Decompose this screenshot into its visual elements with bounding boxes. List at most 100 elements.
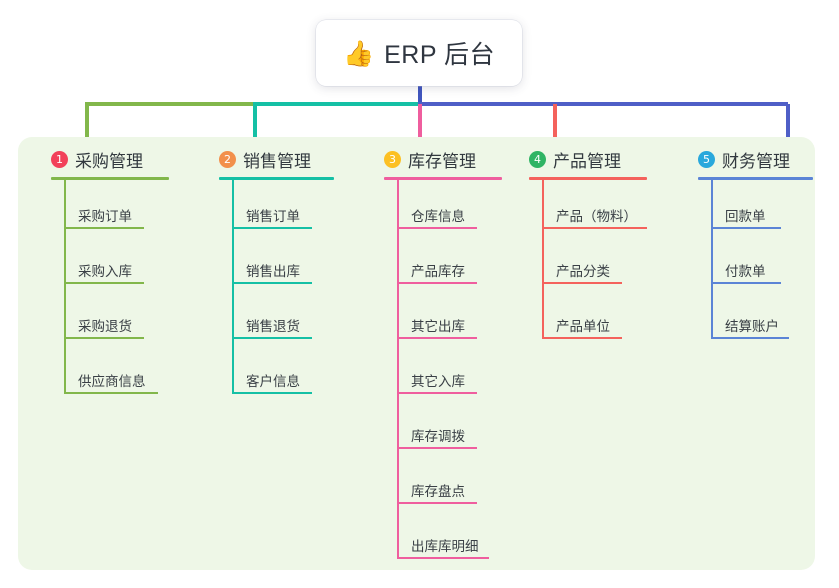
leaf-node[interactable]: 付款单 xyxy=(698,235,838,290)
leaf-node[interactable]: 出库库明细 xyxy=(384,510,544,565)
leaf-node-label: 出库库明细 xyxy=(411,539,479,554)
diagram-panel: 1 采购管理采购订单采购入库采购退货供应商信息 2 销售管理销售订单销售出库销售退货客… xyxy=(18,137,815,570)
column-badge-number-4: 4 xyxy=(529,150,546,168)
leaf-node-rule xyxy=(711,337,789,339)
leaf-node-rule xyxy=(64,227,144,229)
leaf-node-label: 产品（物料） xyxy=(556,209,637,224)
leaf-node[interactable]: 销售出库 xyxy=(219,235,379,290)
leaf-node-label: 销售退货 xyxy=(246,319,300,334)
column-title-1: 采购管理 xyxy=(75,151,143,171)
leaf-node-rule xyxy=(542,337,622,339)
leaf-node-rule xyxy=(711,227,781,229)
leaf-node-label: 其它入库 xyxy=(411,374,465,389)
root-node-erp-backend[interactable]: 👍 ERP 后台 xyxy=(316,20,522,86)
column-items-1: 采购订单采购入库采购退货供应商信息 xyxy=(51,180,211,400)
leaf-node[interactable]: 产品分类 xyxy=(529,235,689,290)
leaf-node[interactable]: 销售订单 xyxy=(219,180,379,235)
leaf-node-rule xyxy=(397,227,477,229)
leaf-node-label: 付款单 xyxy=(725,264,766,279)
column-badge-number-2: 2 xyxy=(219,150,236,168)
column-spine-2 xyxy=(232,180,234,394)
leaf-node-label: 客户信息 xyxy=(246,374,300,389)
column-title-4: 产品管理 xyxy=(553,151,621,171)
leaf-node-rule xyxy=(64,337,144,339)
leaf-node-rule xyxy=(711,282,781,284)
leaf-node[interactable]: 其它入库 xyxy=(384,345,544,400)
leaf-node-label: 其它出库 xyxy=(411,319,465,334)
leaf-node-label: 采购入库 xyxy=(78,264,132,279)
trunk-connector-vertical xyxy=(418,86,422,103)
leaf-node-label: 产品单位 xyxy=(556,319,610,334)
leaf-node[interactable]: 产品（物料） xyxy=(529,180,689,235)
column-items-2: 销售订单销售出库销售退货客户信息 xyxy=(219,180,379,400)
connector-bar-segment-blue xyxy=(418,102,788,106)
leaf-node[interactable]: 采购退货 xyxy=(51,290,211,345)
leaf-node-label: 销售订单 xyxy=(246,209,300,224)
leaf-node-label: 库存盘点 xyxy=(411,484,465,499)
leaf-node[interactable]: 回款单 xyxy=(698,180,838,235)
leaf-node-rule xyxy=(232,227,312,229)
leaf-node-rule xyxy=(232,392,312,394)
leaf-node[interactable]: 产品单位 xyxy=(529,290,689,345)
column-badge-number-1: 1 xyxy=(51,150,68,168)
leaf-node-rule xyxy=(542,282,622,284)
leaf-node-rule xyxy=(542,227,647,229)
leaf-node-label: 结算账户 xyxy=(725,319,779,334)
column-4: 4 产品管理产品（物料） 产品分类产品单位 xyxy=(529,145,689,345)
leaf-node[interactable]: 仓库信息 xyxy=(384,180,544,235)
leaf-node-label: 仓库信息 xyxy=(411,209,465,224)
leaf-node-label: 产品分类 xyxy=(556,264,610,279)
connector-drop-column-1 xyxy=(85,104,89,140)
leaf-node-rule xyxy=(232,337,312,339)
leaf-node[interactable]: 库存盘点 xyxy=(384,455,544,510)
column-items-4: 产品（物料） 产品分类产品单位 xyxy=(529,180,689,345)
leaf-node[interactable]: 采购订单 xyxy=(51,180,211,235)
leaf-node[interactable]: 销售退货 xyxy=(219,290,379,345)
leaf-node[interactable]: 产品库存 xyxy=(384,235,544,290)
connector-drop-column-3 xyxy=(418,104,422,140)
column-header-rule-2 xyxy=(219,177,334,180)
column-header-rule-4 xyxy=(529,177,647,180)
leaf-node-rule xyxy=(397,282,477,284)
leaf-node-label: 产品库存 xyxy=(411,264,465,279)
column-header-2[interactable]: 2 销售管理 xyxy=(219,145,379,173)
leaf-node[interactable]: 采购入库 xyxy=(51,235,211,290)
leaf-node-label: 回款单 xyxy=(725,209,766,224)
root-node-content: 👍 ERP 后台 xyxy=(343,35,495,71)
leaf-node[interactable]: 其它出库 xyxy=(384,290,544,345)
leaf-node-label: 库存调拨 xyxy=(411,429,465,444)
connector-drop-column-4 xyxy=(553,104,557,140)
column-header-4[interactable]: 4 产品管理 xyxy=(529,145,689,173)
column-items-3: 仓库信息产品库存其它出库其它入库库存调拨库存盘点出库库明细 xyxy=(384,180,544,565)
leaf-node[interactable]: 供应商信息 xyxy=(51,345,211,400)
leaf-node-label: 销售出库 xyxy=(246,264,300,279)
leaf-node[interactable]: 库存调拨 xyxy=(384,400,544,455)
leaf-node[interactable]: 结算账户 xyxy=(698,290,838,345)
column-header-rule-5 xyxy=(698,177,813,180)
column-spine-5 xyxy=(711,180,713,339)
column-spine-3 xyxy=(397,180,399,559)
column-title-3: 库存管理 xyxy=(408,151,476,171)
leaf-node-label: 采购退货 xyxy=(78,319,132,334)
column-title-5: 财务管理 xyxy=(722,151,790,171)
thumbs-up-icon: 👍 xyxy=(342,38,375,68)
leaf-node-rule xyxy=(232,282,312,284)
leaf-node-rule xyxy=(64,392,158,394)
page-title: ERP 后台 xyxy=(384,41,496,69)
column-header-rule-3 xyxy=(384,177,502,180)
leaf-node-rule xyxy=(397,502,477,504)
column-title-2: 销售管理 xyxy=(243,151,311,171)
leaf-node-rule xyxy=(397,392,477,394)
leaf-node[interactable]: 客户信息 xyxy=(219,345,379,400)
leaf-node-rule xyxy=(397,337,477,339)
connector-bar-segment-green xyxy=(85,102,253,106)
column-spine-4 xyxy=(542,180,544,339)
leaf-node-label: 采购订单 xyxy=(78,209,132,224)
leaf-node-label: 供应商信息 xyxy=(78,374,146,389)
leaf-node-rule xyxy=(64,282,144,284)
column-header-1[interactable]: 1 采购管理 xyxy=(51,145,211,173)
